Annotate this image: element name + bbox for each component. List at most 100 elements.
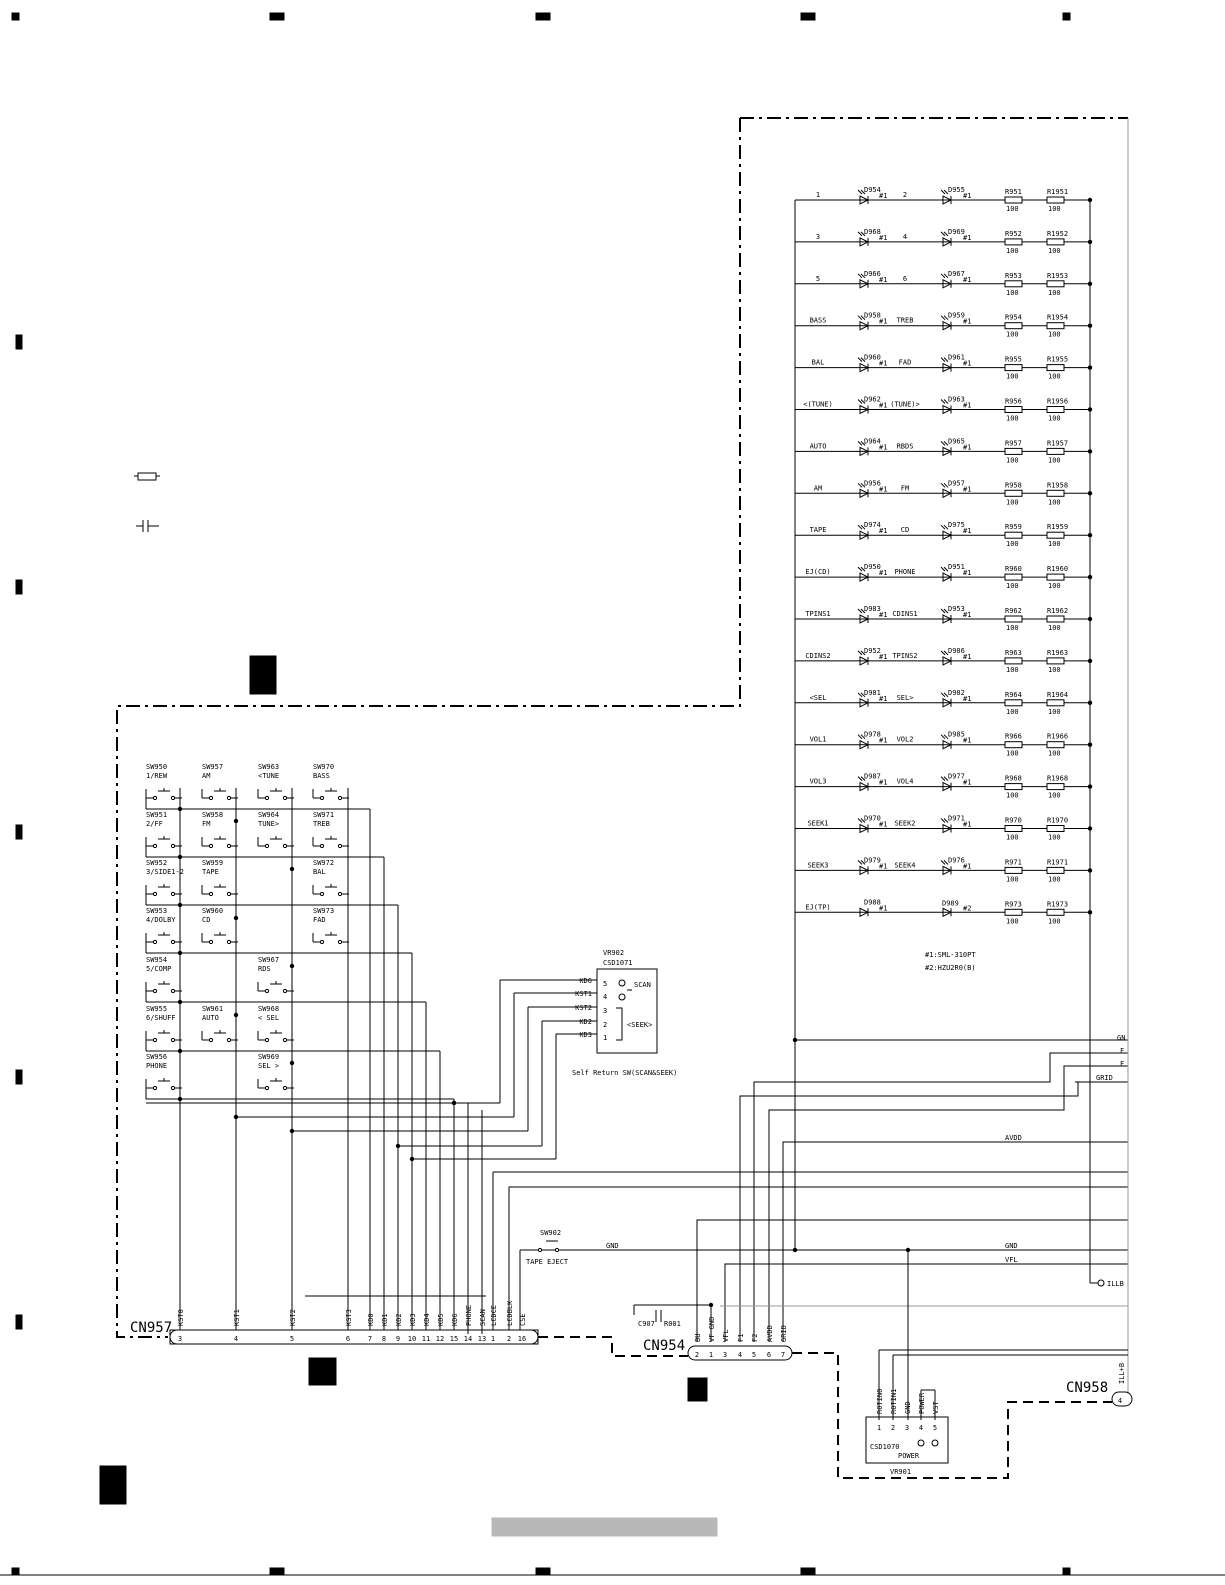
cn957-pin-net: KD2 [395,1313,403,1326]
resistor-ref: R1955 [1047,356,1068,364]
led-row-label: SEEK4 [894,861,915,869]
junction-dot [1087,491,1093,496]
led-arrow [857,818,863,823]
led-arrow [943,524,949,530]
switch-ref: SW964 [258,811,279,819]
switch-label: 2/FF [146,820,163,828]
led-type-mark: #1 [879,234,887,242]
junction-dot [395,1143,401,1149]
led-row-label: SEL> [897,694,914,702]
led-ref: D970 [864,815,881,823]
vr901-pin-num: 5 [933,1424,937,1432]
vr901-contact [931,1439,939,1447]
cn958-pin-num: 4 [1118,1397,1122,1405]
net-label-avdd: AVDD [1005,1134,1022,1142]
section-marker [308,1357,337,1386]
cn954-pin-num: 3 [723,1351,727,1359]
switch-contact [226,939,232,945]
led-arrow [943,399,949,404]
net-rail-bu [696,1219,1128,1342]
led-row-label: (TUNE)> [890,401,920,409]
led-arrow [940,776,946,781]
led-ref: D958 [864,312,881,320]
vr902-pin-net: KST1 [575,990,592,998]
led-diode [942,362,953,373]
switch-label: 3/SIDE1-2 [146,868,184,876]
led-arrow [860,860,866,865]
switch-label: RDS [258,965,271,973]
led-arrow [857,273,863,279]
led-type-mark: #1 [879,737,887,745]
led-type-mark: #1 [963,737,971,745]
switch-contact [152,1037,158,1043]
led-resistor [1004,783,1023,791]
resistor-ref: R952 [1005,230,1022,238]
led-resistor [1046,322,1065,330]
led-resistor [1046,741,1065,749]
border-mark [535,1567,551,1576]
cn954-pin-net: AVDD [766,1325,774,1342]
led-resistor [1046,866,1065,874]
led-ref: D952 [864,647,881,655]
junction-dot [1087,533,1093,538]
led-resistor [1046,196,1065,204]
led-type-mark: #1 [879,192,887,200]
net-rail-lcdblk [508,1186,1128,1334]
led-type-mark: #1 [963,695,971,703]
resistor-value: 100 [1006,456,1019,464]
led-resistor [1046,573,1065,581]
border-mark [15,824,23,840]
led-row-label: PHONE [894,568,915,576]
led-type-mark: #1 [963,527,971,535]
led-arrow [940,315,946,321]
led-arrow [940,273,946,279]
led-type-mark: #1 [963,779,971,787]
led-type-mark: #1 [963,653,971,661]
led-diode [859,823,870,834]
resistor-ref: R970 [1005,817,1022,825]
section-marker [99,1465,127,1505]
led-arrow [857,692,863,698]
switch-contact [152,988,158,994]
border-mark [15,1314,23,1330]
resistor-ref: R1960 [1047,565,1068,573]
led-row-label: AM [814,484,822,492]
led-arrow [860,482,866,488]
led-type-mark: #1 [963,569,971,577]
footer-bar [491,1517,718,1537]
border-mark [15,1069,23,1085]
vr901-contact [917,1439,925,1447]
led-arrow [940,692,946,698]
led-diode [859,614,870,624]
switch-label: BASS [313,772,330,780]
junction-dot [289,866,295,872]
switch-contact [264,1037,270,1043]
switch-label: FM [202,820,210,828]
led-row-label: EJ(TP) [805,903,830,911]
led-diode [859,907,870,918]
cn957-pin-net: KD5 [437,1313,445,1326]
resistor-ref: R1951 [1047,188,1068,196]
led-diode [859,530,870,541]
led-arrow [943,273,949,279]
switch-label: FAD [313,916,326,924]
led-arrow [940,399,946,404]
led-row-label: SEEK1 [807,820,828,828]
led-resistor [1004,741,1023,749]
led-arrow [943,650,949,656]
led-type-mark: #1 [879,821,887,829]
switch-contact [152,1085,158,1091]
led-arrow [860,189,866,195]
led-ref: D974 [864,521,881,529]
resistor-value: 100 [1048,834,1061,842]
net-rail-f1 [753,1052,1128,1342]
outline-vr901-area [792,1352,1112,1479]
vr901-pin-num: 2 [891,1424,895,1432]
led-arrow [857,860,863,865]
zener-diode [942,907,953,918]
led-arrow [857,189,863,195]
led-row-label: CDINS2 [805,652,830,660]
switch-contact [226,795,232,801]
illb-terminal [1097,1279,1105,1287]
led-arrow [860,315,866,321]
